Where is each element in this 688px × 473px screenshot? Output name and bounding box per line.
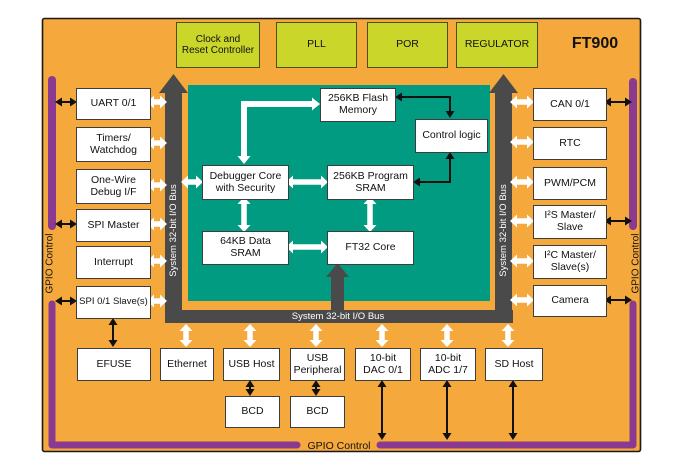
block-interrupt: Interrupt [76, 246, 151, 279]
block-rtc: RTC [533, 127, 607, 160]
block-debugger-core: Debugger Core with Security [202, 165, 289, 200]
block-uart: UART 0/1 [76, 88, 151, 120]
block-control-logic: Control logic [415, 119, 488, 153]
core-black-arrows [395, 92, 455, 187]
block-data-sram: 64KB Data SRAM [202, 231, 289, 265]
bus-label-bottom: System 32-bit I/O Bus [291, 311, 385, 322]
black-gpio-connectors [55, 97, 632, 440]
bus-label-right: System 32-bit I/O Bus [498, 184, 509, 277]
block-por: POR [367, 22, 448, 68]
bus-label-left: System 32-bit I/O Bus [168, 184, 179, 277]
gpio-label-right: GPIO Control [630, 233, 642, 294]
white-bus-connectors [147, 95, 534, 347]
block-dac: 10-bit DAC 0/1 [355, 348, 411, 381]
block-i2s-master-slave: I²S Master/ Slave [533, 205, 607, 239]
block-pll: PLL [276, 22, 357, 68]
block-adc: 10-bit ADC 1/7 [420, 348, 476, 381]
block-camera: Camera [533, 285, 607, 317]
block-bcd-host: BCD [225, 396, 280, 428]
block-spi-slave: SPI 0/1 Slave(s) [76, 286, 151, 319]
debugger-flash-arrow [237, 97, 320, 164]
chip-name: FT900 [571, 35, 619, 52]
block-program-sram: 256KB Program SRAM [327, 165, 414, 200]
gpio-control-lines [48, 76, 637, 449]
block-bcd-peripheral: BCD [290, 396, 345, 428]
block-pwm-pcm: PWM/PCM [533, 167, 607, 200]
gpio-label-bottom: GPIO Control [307, 439, 371, 452]
system-bus [159, 74, 518, 323]
block-one-wire-debug: One-Wire Debug I/F [76, 169, 151, 204]
gpio-label-left: GPIO Control [44, 233, 56, 294]
block-can: CAN 0/1 [533, 88, 607, 121]
ft32-bus-arrow [326, 263, 349, 311]
block-timers-watchdog: Timers/ Watchdog [76, 127, 151, 162]
block-spi-master: SPI Master [76, 209, 151, 242]
block-i2c-master-slave: I²C Master/ Slave(s) [533, 245, 607, 279]
block-usb-host: USB Host [223, 348, 280, 381]
block-ethernet: Ethernet [160, 348, 214, 381]
block-clock-reset-controller: Clock and Reset Controller [176, 22, 260, 68]
block-regulator: REGULATOR [456, 22, 538, 68]
block-ft32-core: FT32 Core [327, 231, 414, 265]
block-usb-peripheral: USB Peripheral [290, 348, 345, 381]
block-sd-host: SD Host [485, 348, 543, 381]
block-flash-memory: 256KB Flash Memory [320, 88, 396, 122]
block-efuse: EFUSE [77, 348, 151, 381]
